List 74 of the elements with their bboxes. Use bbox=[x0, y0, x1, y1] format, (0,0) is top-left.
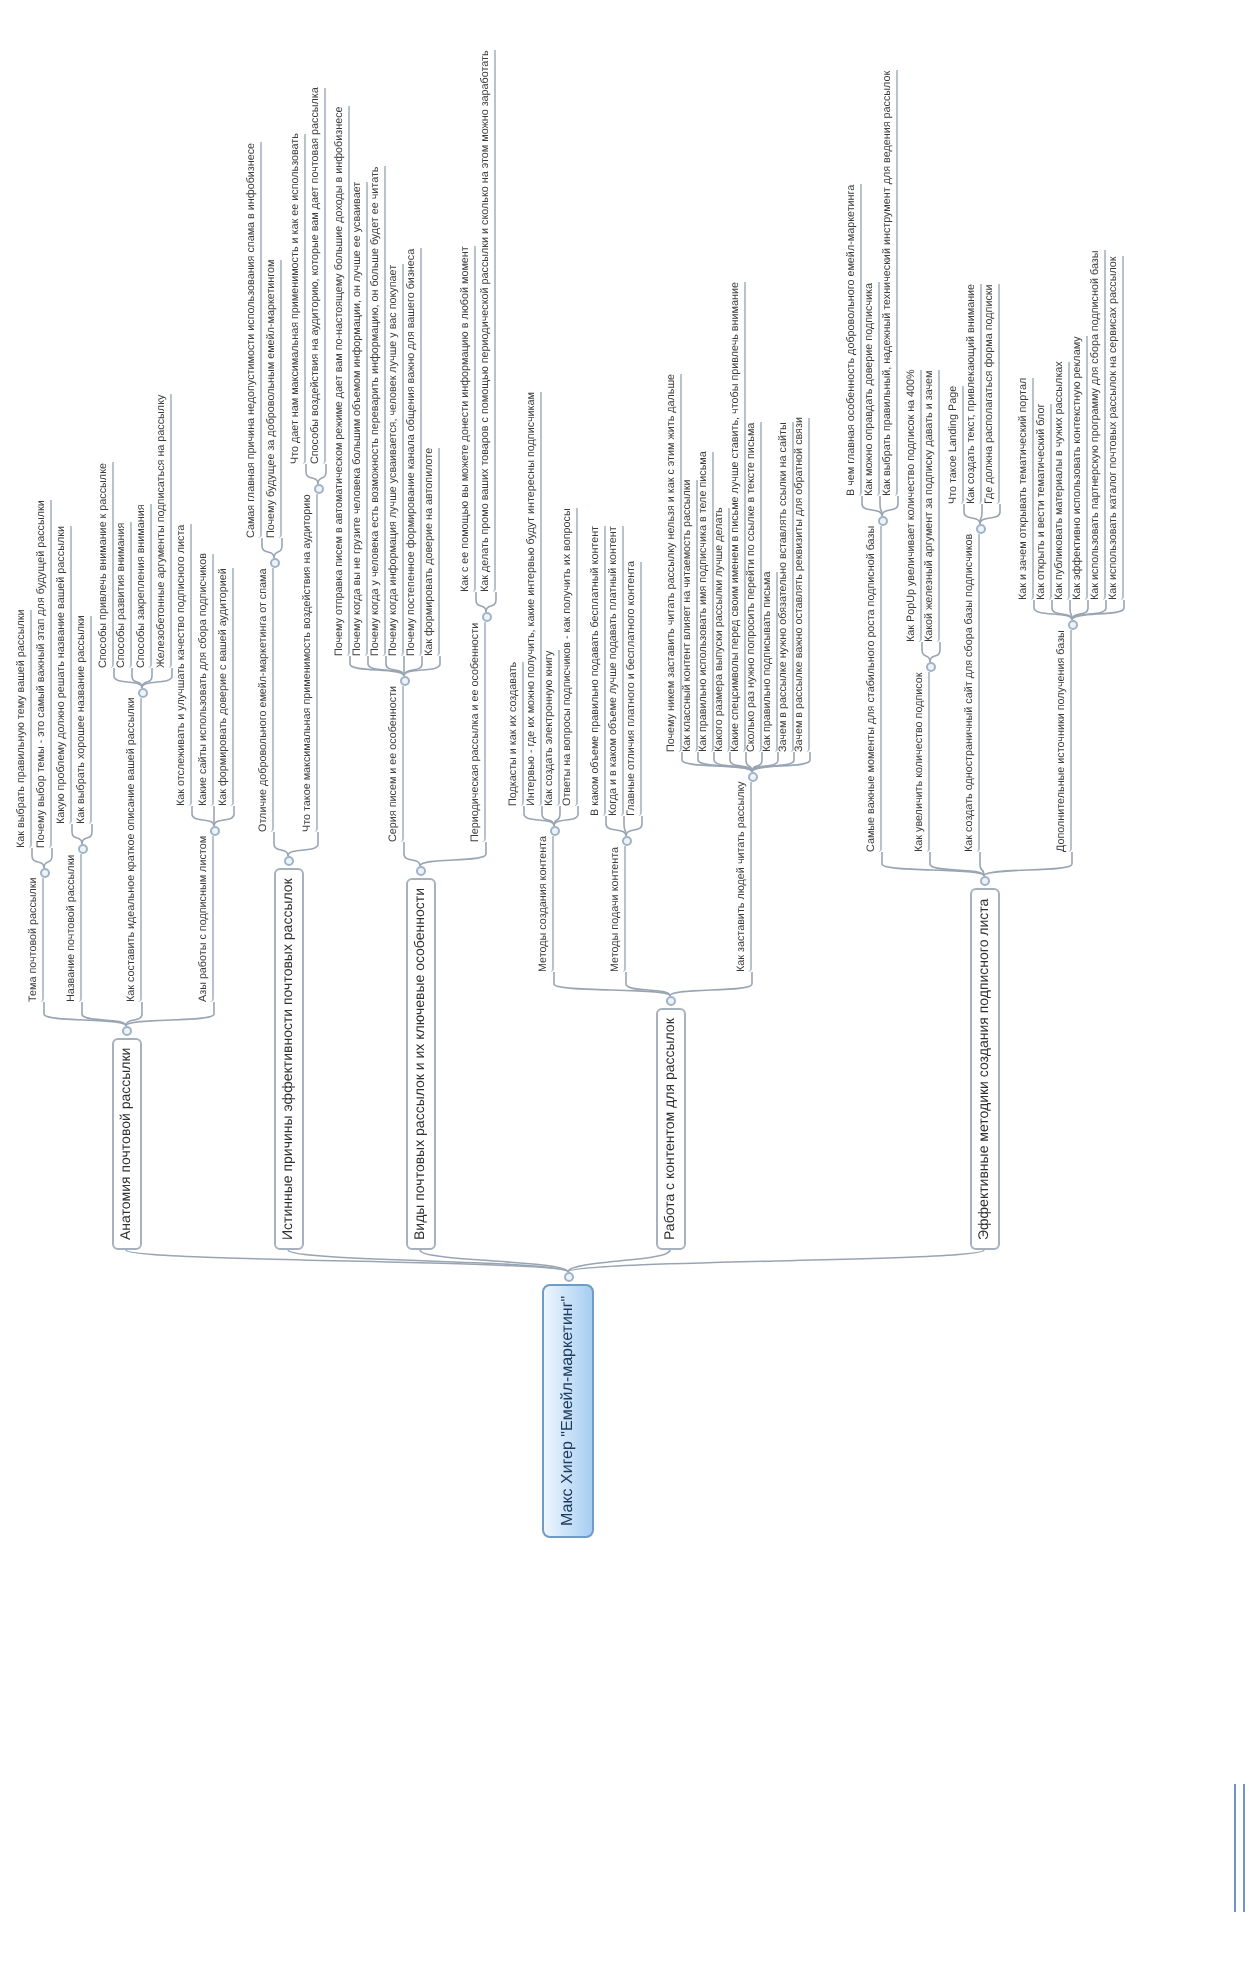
connector-line bbox=[523, 805, 555, 827]
connector-line bbox=[881, 495, 899, 517]
connector-line bbox=[191, 805, 215, 827]
connector-line bbox=[979, 503, 983, 525]
connector-line bbox=[605, 815, 627, 837]
connector-line bbox=[553, 805, 561, 827]
connector-line bbox=[31, 847, 45, 869]
connector-line bbox=[567, 1249, 985, 1273]
connector-line bbox=[751, 751, 779, 773]
connector-line bbox=[125, 1001, 215, 1027]
connector-line bbox=[317, 463, 327, 485]
connector-line bbox=[485, 591, 497, 613]
connector-line bbox=[43, 847, 53, 869]
connector-line bbox=[273, 831, 289, 857]
connector-line bbox=[983, 851, 1073, 877]
connector-line bbox=[1071, 599, 1125, 621]
connector-line bbox=[553, 805, 579, 827]
connector-line bbox=[625, 971, 671, 997]
connector-line bbox=[751, 751, 795, 773]
connector-line bbox=[113, 667, 143, 689]
connector-line bbox=[1051, 599, 1073, 621]
connector-line bbox=[273, 537, 283, 559]
connector-line bbox=[475, 591, 487, 613]
connector-line bbox=[929, 641, 941, 663]
connector-line bbox=[1071, 599, 1107, 621]
connector-line bbox=[979, 503, 1001, 525]
connector-line bbox=[861, 495, 883, 517]
connector-line bbox=[305, 463, 319, 485]
connector-line bbox=[131, 667, 143, 689]
connector-line bbox=[419, 841, 487, 867]
connector-line bbox=[713, 751, 753, 773]
connector-line bbox=[141, 667, 153, 689]
connector-line bbox=[1069, 599, 1073, 621]
connector-line bbox=[403, 655, 441, 677]
connector-line bbox=[367, 655, 405, 677]
connector-line bbox=[681, 751, 753, 773]
central-topic-box: Макс Хигер "Емейл-маркетинг" bbox=[542, 1283, 594, 1538]
connector-line bbox=[125, 1001, 143, 1027]
connector-line bbox=[403, 655, 405, 677]
connector-line bbox=[1071, 599, 1089, 621]
connector-line bbox=[1033, 599, 1073, 621]
connector-line bbox=[729, 751, 753, 773]
connector-line bbox=[287, 831, 319, 857]
connector-line bbox=[669, 971, 753, 997]
connector-line bbox=[213, 805, 215, 827]
connector-line bbox=[349, 655, 405, 677]
connector-line bbox=[623, 815, 627, 837]
connector-line bbox=[287, 1249, 569, 1273]
connector-line bbox=[979, 851, 985, 877]
connector-line bbox=[567, 1249, 671, 1273]
connector-line bbox=[751, 751, 763, 773]
connector-line bbox=[213, 805, 235, 827]
connector-line bbox=[921, 641, 931, 663]
connector-line bbox=[541, 805, 555, 827]
connector-line bbox=[403, 655, 423, 677]
connector-line bbox=[141, 667, 173, 689]
connector-line bbox=[385, 655, 405, 677]
connector-line bbox=[929, 851, 985, 877]
connector-line bbox=[963, 503, 981, 525]
connector-line bbox=[125, 1249, 569, 1273]
connector-line bbox=[697, 751, 753, 773]
connector-line bbox=[81, 823, 93, 845]
connector-line bbox=[751, 751, 811, 773]
connector-line bbox=[71, 823, 83, 845]
connector-line bbox=[553, 971, 671, 997]
connector-line bbox=[419, 1249, 569, 1273]
connector-line bbox=[81, 1001, 127, 1027]
connector-line bbox=[43, 1001, 127, 1027]
connector-line bbox=[879, 495, 883, 517]
connector-line bbox=[881, 851, 985, 877]
connector-line bbox=[403, 841, 421, 867]
connector-line bbox=[261, 537, 275, 559]
connector-line bbox=[745, 751, 753, 773]
connector-line bbox=[625, 815, 643, 837]
